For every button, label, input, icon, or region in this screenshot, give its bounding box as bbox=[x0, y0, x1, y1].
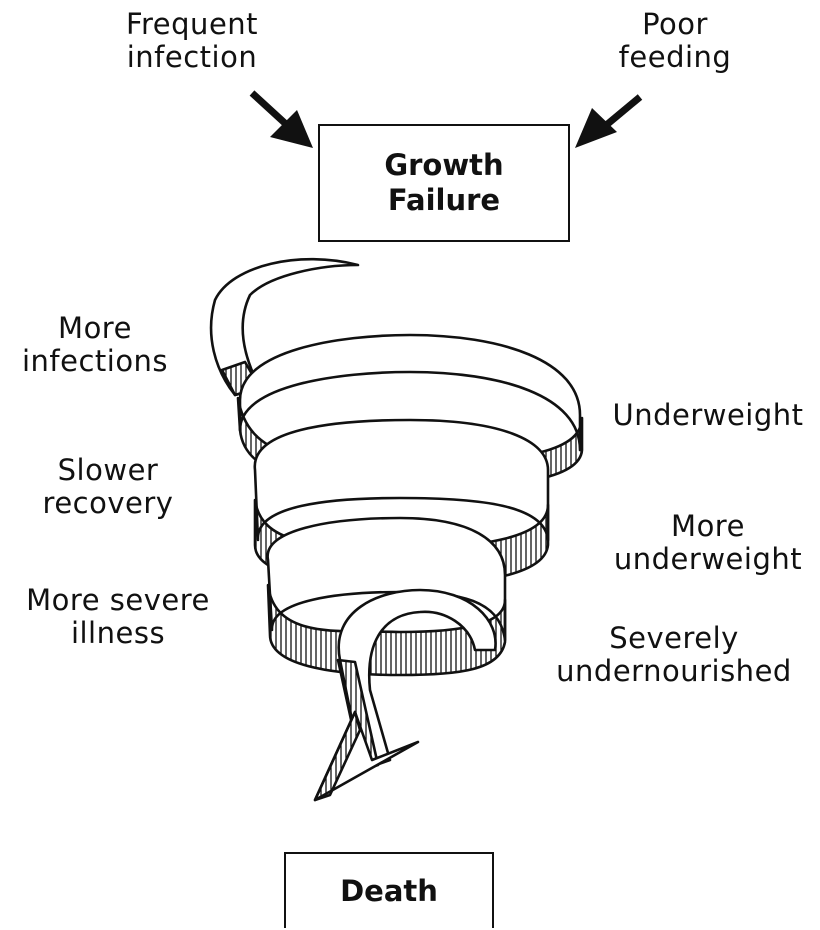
right-label-severely-undernourished: Severely undernourished bbox=[528, 622, 820, 688]
death-box: Death bbox=[284, 852, 494, 928]
input-label-frequent-infection: Frequent infection bbox=[108, 8, 276, 74]
arrow-right-input-icon bbox=[575, 97, 640, 148]
left-label-slower-recovery: Slower recovery bbox=[18, 454, 198, 520]
left-label-more-infections: More infections bbox=[0, 312, 190, 378]
input-label-poor-feeding: Poor feeding bbox=[600, 8, 750, 74]
arrow-left-input-icon bbox=[252, 93, 313, 148]
growth-failure-box: Growth Failure bbox=[318, 124, 570, 242]
left-label-more-severe-illness: More severe illness bbox=[0, 584, 236, 650]
right-label-underweight: Underweight bbox=[596, 399, 820, 432]
right-label-more-underweight: More underweight bbox=[596, 510, 820, 576]
